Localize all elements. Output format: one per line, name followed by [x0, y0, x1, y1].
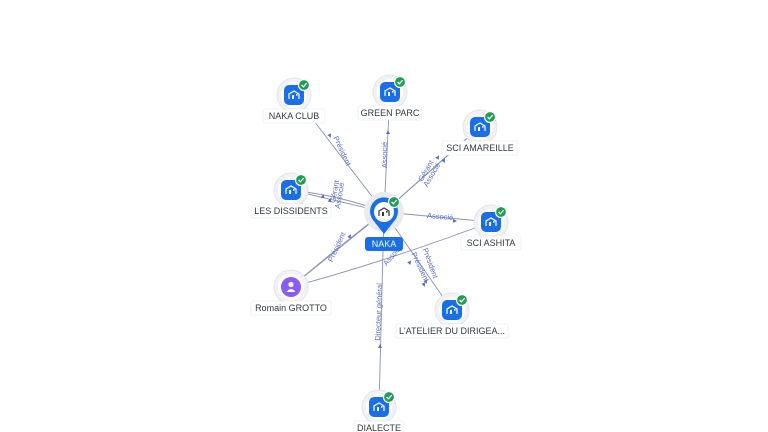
- node-label: LES DISSIDENTS: [254, 206, 328, 216]
- edge-label: Président: [331, 135, 353, 168]
- relationship-edge: [378, 211, 385, 408]
- building-icon: [285, 185, 297, 194]
- edge-arrow-icon: [327, 133, 331, 138]
- edge-arrow-icon: [441, 158, 445, 163]
- verified-check-icon: [483, 110, 497, 124]
- node-sci-ashita[interactable]: SCI ASHITA: [460, 204, 522, 251]
- verified-check-icon: [387, 195, 401, 209]
- edge-arrow-icon: [386, 130, 390, 134]
- node-dialecte[interactable]: DIALECTE: [353, 389, 405, 432]
- verified-check-icon: [393, 75, 407, 89]
- building-icon: [373, 402, 385, 411]
- relationship-edge: [290, 221, 492, 288]
- edge-label: Directeur général: [373, 283, 384, 341]
- node-les-dissidents[interactable]: LES DISSIDENTS: [250, 172, 332, 219]
- node-sci-amareille[interactable]: SCI AMAREILLE: [441, 109, 519, 156]
- edge-arrow-icon: [423, 279, 427, 284]
- verified-check-icon: [382, 390, 396, 404]
- building-icon: [288, 90, 300, 99]
- node-naka-club[interactable]: NAKA CLUB: [262, 77, 326, 124]
- building-icon: [446, 305, 458, 314]
- node-label: GREEN PARC: [361, 108, 420, 118]
- verified-check-icon: [494, 205, 508, 219]
- edge-arrow-icon: [421, 282, 426, 287]
- building-icon: [474, 122, 486, 131]
- node-romain-grotto[interactable]: Romain GROTTO: [250, 269, 332, 316]
- center-node-label: NAKA: [372, 239, 397, 249]
- node-green-parc[interactable]: GREEN PARC: [357, 74, 423, 121]
- building-icon: [378, 207, 390, 216]
- verified-check-icon: [297, 78, 311, 92]
- edge-arrow-icon: [377, 344, 382, 349]
- building-icon: [384, 87, 396, 96]
- edge-label: Président: [326, 230, 348, 263]
- edge-arrow-icon: [327, 198, 332, 203]
- verified-check-icon: [455, 293, 469, 307]
- edge-label: Associé: [380, 142, 389, 168]
- edge-label: Associé: [333, 182, 346, 209]
- person-icon: [286, 281, 296, 292]
- edge-arrow-icon: [320, 194, 325, 199]
- edge-arrow-icon: [347, 234, 351, 239]
- verified-check-icon: [294, 173, 308, 187]
- node-label: NAKA CLUB: [269, 111, 320, 121]
- node-label: DIALECTE: [357, 423, 401, 432]
- edge-arrow-icon: [407, 260, 412, 265]
- node-label: SCI ASHITA: [467, 238, 516, 248]
- node-atelier[interactable]: L'ATELIER DU DIRIGEA...: [395, 292, 509, 339]
- building-icon: [485, 217, 497, 226]
- edge-label: Gérant: [328, 179, 341, 204]
- edge-arrow-icon: [452, 218, 457, 223]
- node-label: L'ATELIER DU DIRIGEA...: [399, 326, 505, 336]
- edge-label: Associé: [427, 211, 454, 222]
- node-center[interactable]: NAKA: [364, 192, 404, 251]
- edge-arrow-icon: [435, 155, 439, 160]
- node-label: Romain GROTTO: [255, 303, 327, 313]
- node-label: SCI AMAREILLE: [446, 143, 514, 153]
